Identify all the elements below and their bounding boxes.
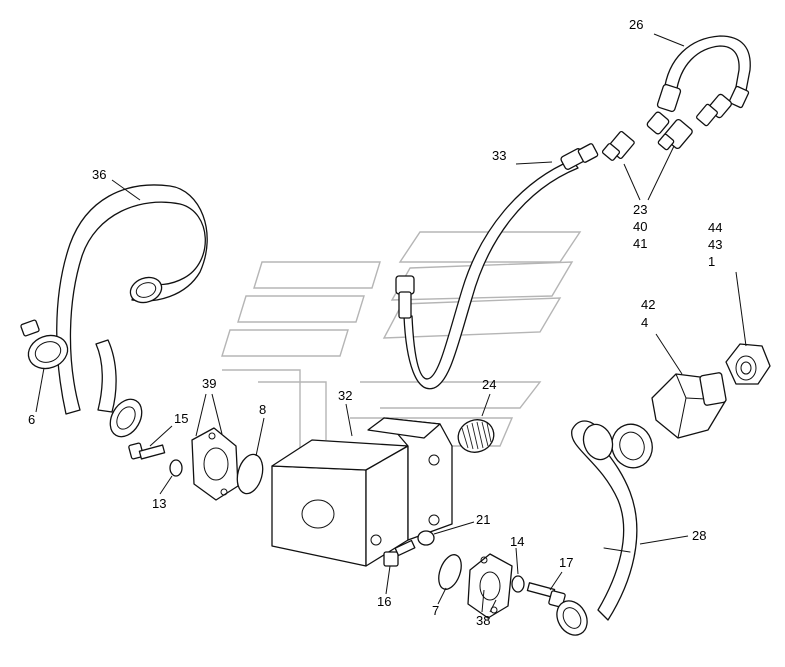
- seal-21: [417, 530, 435, 546]
- callout-16: 16: [377, 594, 391, 609]
- callout-26: 26: [629, 17, 643, 32]
- callout-44: 44: [708, 220, 722, 235]
- shaft-24: [457, 419, 495, 453]
- callout-7: 7: [432, 603, 439, 618]
- pump-32: [271, 417, 453, 567]
- callout-38: 38: [476, 613, 490, 628]
- callout-4: 4: [641, 315, 648, 330]
- callout-41: 41: [633, 236, 647, 251]
- flange-39: [191, 427, 239, 501]
- callout-36: 36: [92, 167, 106, 182]
- adapter-23: [601, 118, 693, 161]
- hose-36: [56, 184, 208, 438]
- callout-23: 23: [633, 202, 647, 217]
- hose-33: [395, 143, 599, 390]
- callout-17: 17: [559, 555, 573, 570]
- o-ring-8: [236, 453, 264, 495]
- callout-43: 43: [708, 237, 722, 252]
- tube-26: [646, 35, 751, 135]
- flange-38: [467, 553, 513, 619]
- callout-33: 33: [492, 148, 506, 163]
- callout-21: 21: [476, 512, 490, 527]
- o-ring-7: [438, 554, 462, 590]
- washer-14: [511, 575, 525, 593]
- bolt-15: [128, 442, 166, 460]
- callout-13: 13: [152, 496, 166, 511]
- clamp-6: [20, 319, 69, 370]
- washer-13: [169, 459, 183, 477]
- adapter-44: [725, 343, 771, 385]
- callout-32: 32: [338, 388, 352, 403]
- callout-39: 39: [202, 376, 216, 391]
- callout-labels: 26 33 36 23 40 41 44 43 1 42 4 24 39 32 …: [28, 17, 722, 628]
- callout-28: 28: [692, 528, 706, 543]
- fitting-42: [651, 372, 727, 439]
- hose-28: [556, 420, 653, 636]
- bolt-17: [526, 582, 566, 608]
- callout-15: 15: [174, 411, 188, 426]
- callout-40: 40: [633, 219, 647, 234]
- callout-24: 24: [482, 377, 496, 392]
- bolt-16: [383, 539, 416, 567]
- callout-42: 42: [641, 297, 655, 312]
- callout-6: 6: [28, 412, 35, 427]
- callout-1: 1: [708, 254, 715, 269]
- leader-lines: [35, 33, 747, 613]
- callout-8: 8: [259, 402, 266, 417]
- callout-14: 14: [510, 534, 524, 549]
